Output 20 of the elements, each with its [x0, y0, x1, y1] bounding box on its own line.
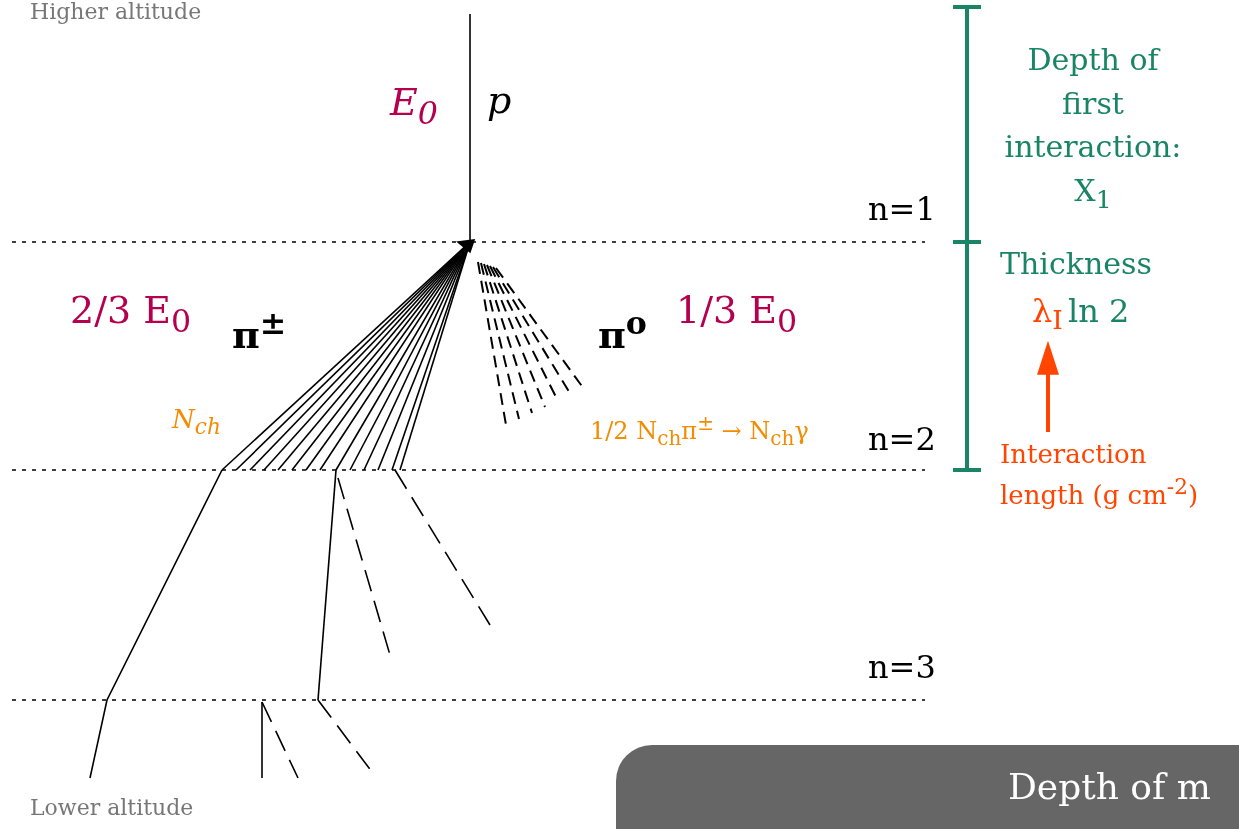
lambda-symbol: λ$_{I}$: [1032, 294, 1063, 335]
proton-symbol: p: [487, 80, 512, 122]
arrow: [1037, 340, 1059, 432]
altitude-label: Lower altitude: [30, 796, 194, 821]
energy-fraction: 2/3 E$_{0}$: [70, 290, 192, 339]
generation-label: n=3: [868, 650, 936, 686]
decay-formula: 1/2 N$_{ch}$π$^{±}$ → N$_{ch}$γ: [590, 412, 809, 449]
energy-fraction: 1/3 E$_{0}$: [676, 290, 798, 339]
multiplicity-symbol: N$_{ch}$: [172, 405, 221, 439]
generation-label: n=2: [868, 422, 936, 458]
pion-symbol: π$^{±}$: [232, 306, 287, 356]
altitude-label: Higher altitude: [30, 0, 202, 25]
banner: Depth of m: [616, 745, 1239, 829]
generation-label: n=1: [868, 192, 936, 228]
factor-label: ln 2: [1068, 294, 1130, 330]
thickness-label: Thickness: [1000, 247, 1152, 280]
energy-symbol: E$_{0}$: [390, 82, 438, 131]
pion-symbol: π$^{o}$: [598, 306, 647, 356]
first-interaction-label: Depth of first interaction: X$_{1}$: [1003, 41, 1183, 216]
interaction-length-label: Interaction length (g cm$^{-2}$): [1000, 436, 1236, 514]
